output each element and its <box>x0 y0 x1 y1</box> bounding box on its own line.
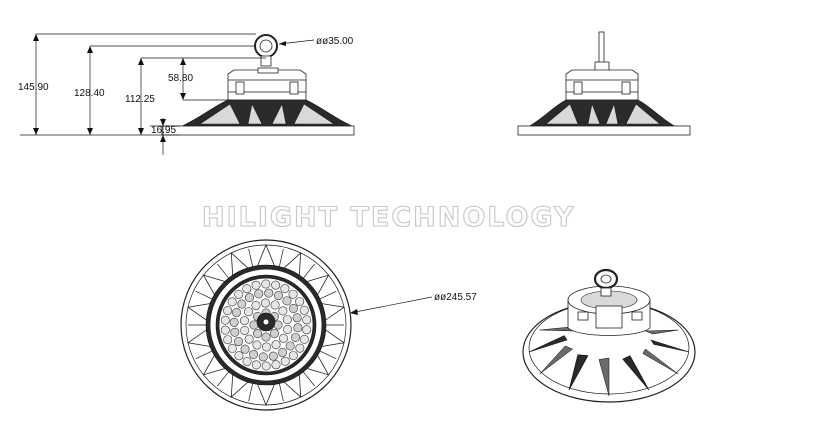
led-lens <box>261 279 271 289</box>
led-lens <box>234 289 244 299</box>
led-lens <box>234 351 244 361</box>
led-lens <box>220 315 230 325</box>
heatsink-spikes <box>186 243 346 407</box>
isometric-view <box>522 268 696 403</box>
heatsink-rib <box>319 350 337 360</box>
led-lens <box>249 349 259 359</box>
led-lens <box>271 280 281 290</box>
overall-height-label: 145.90 <box>18 82 49 93</box>
hook-diameter-label: øø35.00 <box>316 36 354 47</box>
heatsink-rib <box>279 383 284 402</box>
led-lens <box>251 280 261 290</box>
led-lens <box>290 332 300 342</box>
led-lens <box>283 324 293 334</box>
led-lens <box>278 306 288 316</box>
front-view: 145.90 128.40 112.25 58.80 16.95 øø35.00 <box>18 33 355 155</box>
hook-height-label: 128.40 <box>74 88 105 99</box>
led-lens <box>244 334 254 344</box>
led-lens <box>220 325 230 335</box>
isometric-fin <box>598 357 610 397</box>
led-lens <box>227 343 237 353</box>
led-lens <box>288 303 298 313</box>
led-lens <box>278 347 288 357</box>
led-array <box>220 279 312 371</box>
led-lens <box>240 344 250 354</box>
heatsink-rib <box>279 248 284 267</box>
led-lens <box>273 291 283 301</box>
led-lens <box>293 323 303 333</box>
isometric-fin <box>642 348 679 375</box>
led-lens <box>237 299 247 309</box>
led-lens <box>295 297 305 307</box>
heatsink-rib <box>248 248 253 267</box>
heatsink-rib <box>303 263 315 279</box>
led-lens <box>229 317 239 327</box>
led-lens <box>243 307 253 317</box>
side-view <box>517 31 691 136</box>
led-lens <box>285 341 295 351</box>
isometric-fin <box>622 355 650 391</box>
led-lens <box>299 305 309 315</box>
led-lens <box>253 328 263 338</box>
led-lens <box>269 328 279 338</box>
led-lens <box>302 325 312 335</box>
led-lens <box>288 351 298 361</box>
led-lens <box>280 284 290 294</box>
heatsink-rib <box>303 371 315 387</box>
heatsink-rib <box>248 383 253 402</box>
heatsink-rib <box>319 290 337 300</box>
heatsink-rib <box>195 290 213 300</box>
isometric-fin <box>528 335 568 353</box>
led-lens <box>223 306 233 316</box>
led-lens <box>239 316 249 326</box>
heatsink-rib <box>217 263 229 279</box>
led-lens <box>251 300 261 310</box>
led-lens <box>295 343 305 353</box>
rim-height-label: 16.95 <box>151 125 176 136</box>
led-lens <box>223 335 233 345</box>
led-lens <box>251 360 261 370</box>
led-lens <box>299 334 309 344</box>
led-lens <box>302 315 312 325</box>
bottom-view: øø245.57 <box>180 239 477 411</box>
led-lens <box>271 360 281 370</box>
led-lens <box>282 296 292 306</box>
led-lens <box>282 315 292 325</box>
isometric-fin <box>650 339 690 353</box>
led-lens <box>264 288 274 298</box>
housing-height-label: 58.80 <box>168 73 193 84</box>
led-lens <box>234 337 244 347</box>
led-lens <box>292 313 302 323</box>
led-lens <box>270 300 280 310</box>
led-lens <box>260 298 270 308</box>
led-lens <box>271 340 281 350</box>
led-lens <box>244 293 254 303</box>
led-lens <box>227 297 237 307</box>
led-lens <box>232 308 242 318</box>
led-lens <box>262 342 272 352</box>
heatsink-rib <box>195 350 213 360</box>
led-lens <box>261 361 271 371</box>
isometric-fin <box>539 345 574 375</box>
led-lens <box>240 325 250 335</box>
led-lens <box>254 289 264 299</box>
base-rim <box>161 125 355 136</box>
led-lens <box>288 289 298 299</box>
isometric-fin <box>568 354 589 391</box>
watermark-text: HILIGHT TECHNOLOGY <box>202 202 576 233</box>
heatsink-rib <box>217 371 229 387</box>
led-lens <box>268 351 278 361</box>
led-lens <box>242 284 252 294</box>
isometric-fin <box>645 329 679 335</box>
led-lens <box>242 356 252 366</box>
led-lens <box>280 356 290 366</box>
body-height-label: 112.25 <box>125 94 155 105</box>
led-lens <box>258 352 268 362</box>
led-lens <box>261 332 271 342</box>
body-diameter-label: øø245.57 <box>434 292 477 303</box>
led-lens <box>279 333 289 343</box>
led-lens <box>252 340 262 350</box>
led-lens <box>230 327 240 337</box>
